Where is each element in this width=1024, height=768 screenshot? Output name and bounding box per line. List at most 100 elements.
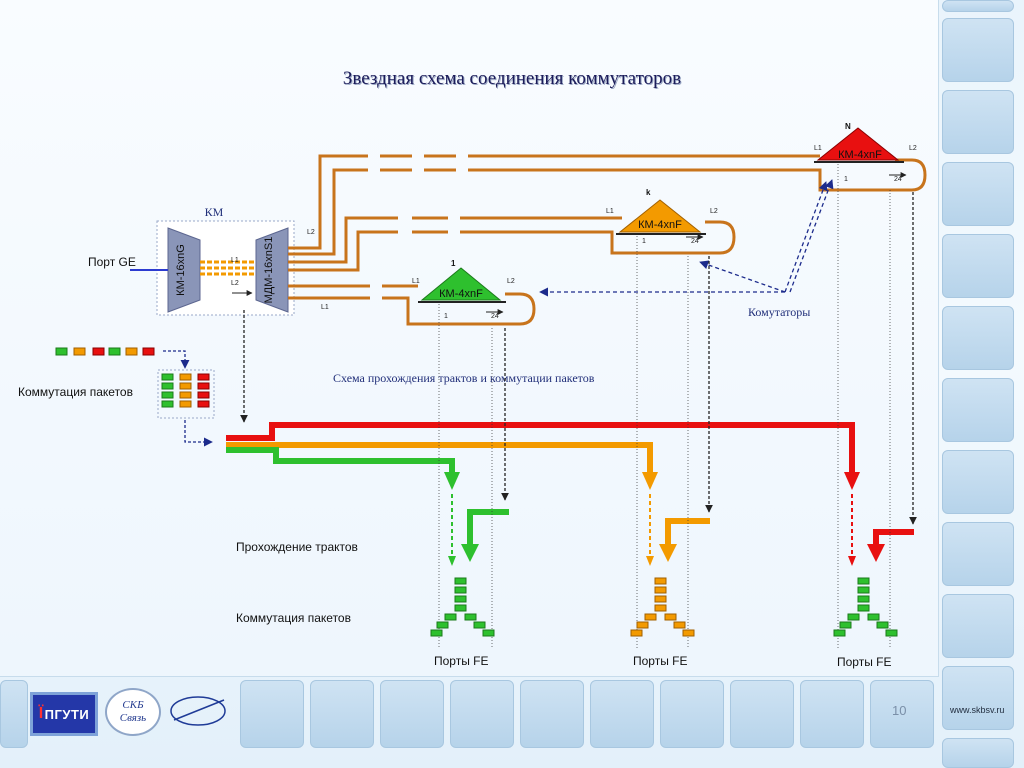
switch-l2: L2 — [507, 278, 515, 285]
switch-id: N — [845, 122, 851, 131]
packet-tree-green-2 — [833, 577, 898, 637]
red-return-arrow — [867, 544, 885, 562]
module-right-name: МДМ-16xnS1 — [263, 237, 275, 304]
switches-caption: Комутаторы — [748, 305, 810, 319]
slide-frame — [0, 0, 939, 677]
psuti-logo: Ї ПГУТИ — [30, 692, 98, 736]
side-tile — [942, 18, 1014, 82]
side-tile — [942, 234, 1014, 298]
bottom-tile — [380, 680, 444, 748]
switch-1: КМ-4xnF 1 L1 L2 1 24 — [412, 259, 515, 320]
trunk-to-switch-N — [288, 154, 927, 256]
switch-port-last: 24 — [491, 313, 499, 320]
side-tile — [942, 0, 1014, 12]
side-tile — [942, 162, 1014, 226]
packet-to-paths-arrow — [184, 420, 213, 447]
trunk-to-switch-k — [288, 216, 736, 272]
port24-arrows — [501, 192, 917, 525]
switch-l2: L2 — [710, 208, 718, 215]
yug-logo-icon — [170, 696, 226, 726]
bottom-tile — [450, 680, 514, 748]
trunk-l1-label: L1 — [321, 304, 329, 311]
website-label: www.skbsv.ru — [950, 705, 1005, 715]
switch-port-last: 24 — [894, 176, 902, 183]
trunk-l2-label: L2 — [307, 229, 315, 236]
orange-down-arrow — [642, 472, 658, 490]
colored-dashed-arrows — [451, 494, 853, 556]
red-down-arrow — [844, 472, 860, 490]
path-lines — [226, 422, 855, 476]
network-diagram: КМ КМ-16xnG МДМ-16xnS1 L1 L2 Порт GE L2 … — [18, 122, 927, 669]
switch-port-first: 1 — [444, 313, 448, 320]
green-dash-head — [448, 556, 456, 566]
skb-logo: СКБ Связь — [105, 688, 161, 736]
side-tile — [942, 378, 1014, 442]
trunk-to-switch-1 — [288, 284, 536, 326]
slide-title: Звездная схема соединения коммутаторов — [342, 68, 682, 89]
module-km16xng: КМ-16xnG — [167, 227, 201, 313]
bottom-tile — [310, 680, 374, 748]
switch-id: 1 — [451, 259, 456, 268]
switch-N: КМ-4xnF N L1 L2 1 24 — [814, 122, 917, 183]
side-tile — [942, 90, 1014, 154]
packet-tree-green — [430, 577, 495, 637]
bottom-tile — [0, 680, 28, 748]
switch-id: k — [646, 188, 651, 197]
packet-tree-orange — [630, 577, 695, 637]
bottom-tile — [870, 680, 934, 748]
switch-pointer-arrows — [539, 179, 834, 297]
psuti-logo-text: ПГУТИ — [44, 706, 90, 722]
bottom-tile — [520, 680, 584, 748]
bottom-tile — [590, 680, 654, 748]
page-number: 10 — [892, 703, 907, 718]
fe-ports-label-k: Порты FE — [633, 654, 688, 668]
packet-switching-left-label: Коммутация пакетов — [18, 385, 133, 399]
side-tile — [942, 522, 1014, 586]
switch-k: КМ-4xnF k L1 L2 1 24 — [606, 188, 718, 245]
packet-stack-box — [157, 369, 215, 419]
switch-port-first: 1 — [844, 176, 848, 183]
packet-flow-arrow — [163, 350, 190, 369]
bottom-tile — [660, 680, 724, 748]
orange-dash-head — [646, 556, 654, 566]
packet-switching-label: Коммутация пакетов — [236, 611, 351, 625]
module-left-name: КМ-16xnG — [175, 244, 187, 296]
orange-return-arrow — [659, 544, 677, 562]
main-l1-label: L1 — [231, 257, 239, 264]
switch-model: КМ-4xnF — [838, 149, 882, 161]
packet-row — [55, 347, 155, 356]
switch-port-last: 24 — [691, 238, 699, 245]
skb-logo-line2: Связь — [119, 712, 147, 724]
psuti-mark-icon: Ї — [38, 705, 44, 722]
green-down-arrow — [444, 472, 460, 490]
switch-model: КМ-4xnF — [439, 288, 483, 300]
module-mdm16xns1: МДМ-16xnS1 — [255, 227, 289, 313]
switch-port-first: 1 — [642, 238, 646, 245]
path-passing-label: Прохождение трактов — [236, 540, 358, 554]
switch-l2: L2 — [909, 145, 917, 152]
switch-l1: L1 — [814, 145, 822, 152]
fe-ports-label-N: Порты FE — [837, 655, 892, 669]
switch-l1: L1 — [412, 278, 420, 285]
packet-stacks — [161, 373, 210, 408]
main-l2-label: L2 — [231, 280, 239, 287]
side-tile — [942, 666, 1014, 730]
scheme-caption: Схема прохождения трактов и коммутации п… — [333, 371, 595, 385]
side-tile — [942, 738, 1014, 768]
yug-logo — [168, 692, 234, 730]
skb-logo-line1: СКБ — [122, 699, 144, 711]
green-return-arrow — [461, 544, 479, 562]
bottom-tile — [800, 680, 864, 748]
red-dash-head — [848, 556, 856, 566]
guide-lines — [438, 164, 891, 648]
switch-model: КМ-4xnF — [638, 219, 682, 231]
side-tile — [942, 450, 1014, 514]
bottom-tile — [730, 680, 794, 748]
side-tile — [942, 594, 1014, 658]
bottom-tile — [240, 680, 304, 748]
port-ge-label: Порт GE — [88, 255, 136, 269]
main-unit-label: КМ — [205, 205, 224, 219]
switch-l1: L1 — [606, 208, 614, 215]
side-tile — [942, 306, 1014, 370]
return-paths — [467, 509, 914, 548]
